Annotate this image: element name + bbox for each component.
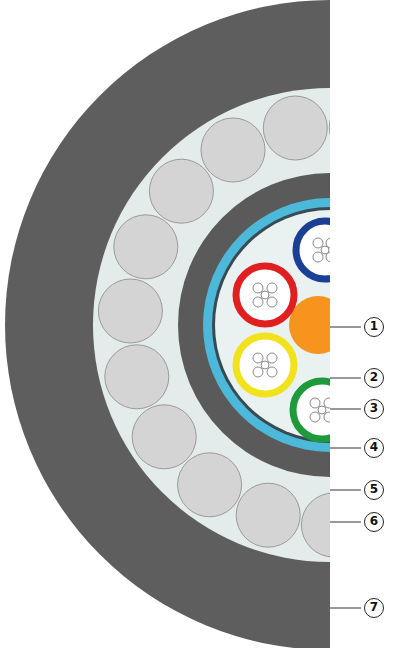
thin-layer <box>212 207 330 443</box>
callout-number: 4 <box>364 438 384 458</box>
callout-number: 1 <box>364 317 384 337</box>
callout-number: 2 <box>364 368 384 388</box>
outer-jacket <box>5 0 330 648</box>
callout-number: 3 <box>364 399 384 419</box>
loose-tubes <box>236 221 330 439</box>
callout-number: 7 <box>364 598 384 618</box>
core-filling <box>215 210 330 440</box>
callout-number: 6 <box>364 512 384 532</box>
callout-number: 5 <box>364 480 384 500</box>
leader-lines <box>330 327 361 608</box>
water-blocking-tape <box>203 198 330 452</box>
inner-sheath <box>178 173 330 477</box>
armor-layer <box>93 88 330 562</box>
optical-fibers <box>253 238 330 422</box>
